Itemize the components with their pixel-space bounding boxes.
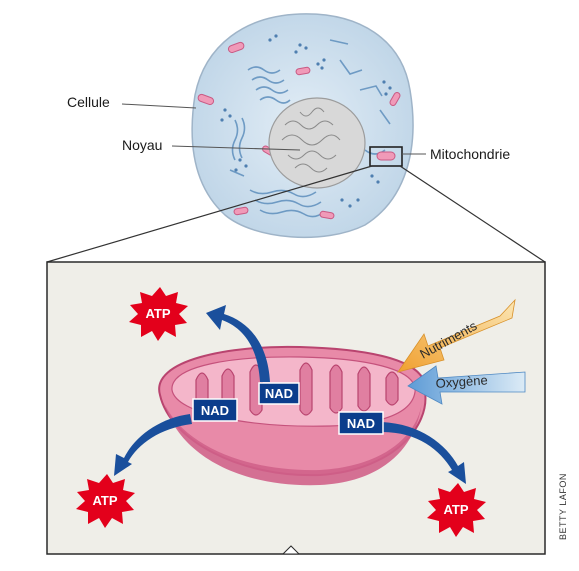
oxygen-arrow (407, 365, 526, 405)
zoom-lines (46, 165, 546, 263)
nucleus (268, 97, 366, 189)
oxygen-label: Oxygène (435, 372, 488, 391)
atp-label-top: ATP (145, 306, 170, 321)
nad-badge-top: NAD (258, 382, 300, 405)
nucleus-label: Noyau (122, 137, 162, 153)
cell-label: Cellule (67, 94, 110, 110)
atp-star-left: ATP (76, 474, 135, 528)
nad-label-top: NAD (265, 386, 293, 401)
output-arrows (114, 305, 466, 484)
nad-label-left: NAD (201, 403, 229, 418)
nutrients-arrow (397, 298, 516, 373)
mitochondrion-highlight-box (369, 146, 403, 167)
nad-badge-right: NAD (338, 411, 384, 435)
leader-lines (121, 103, 426, 155)
atp-label-left: ATP (92, 493, 117, 508)
endoplasmic-reticulum (229, 39, 391, 218)
atp-star-right: ATP (427, 483, 486, 537)
cell-drawing (191, 13, 414, 239)
nad-badge-left: NAD (192, 398, 238, 422)
mitochondrion-label: Mitochondrie (430, 146, 510, 162)
nad-label-right: NAD (347, 416, 375, 431)
atp-label-right: ATP (443, 502, 468, 517)
atp-star-top: ATP (129, 287, 188, 341)
artist-credit: BETTY LAFON (558, 473, 568, 540)
panel-notch (281, 545, 301, 555)
ribosomes (220, 34, 392, 208)
